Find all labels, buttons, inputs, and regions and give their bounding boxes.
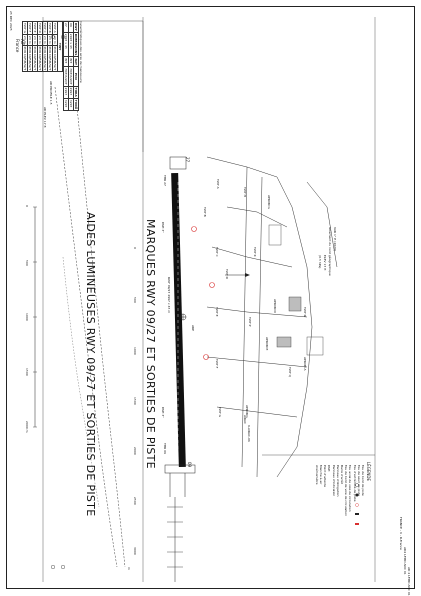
scale-bar-ticks	[33, 206, 37, 428]
arp-label: ARP	[191, 325, 195, 331]
profile-unit: m	[127, 567, 131, 570]
apron-label: APRON D	[273, 299, 277, 313]
legend-item: Manche à air	[318, 465, 323, 485]
legend-item: Feu de bord de piste	[361, 465, 365, 496]
profile-scale-label: 1000	[133, 347, 137, 355]
taxiway-label: TWY P	[248, 317, 252, 327]
profile-scale-label: 500	[133, 297, 137, 303]
chart-drawing	[33, 17, 376, 582]
north-arrow-icon	[225, 273, 250, 277]
threshold-27-label: THR 27	[163, 175, 167, 186]
threshold-09-label: THR 09	[163, 443, 167, 454]
taxiway-label: TWY K	[253, 247, 257, 257]
apron-label: APRON L	[245, 405, 249, 419]
apron-label: APRON A	[303, 357, 307, 371]
arp-symbol	[179, 313, 187, 321]
runway-end-label-09: 09	[187, 462, 192, 468]
profile-scale-label: 2500	[133, 497, 137, 505]
apron-label: APRON G	[267, 195, 271, 209]
runway-dimension-label: RWY 09/27 2997 x 45 m	[167, 277, 171, 314]
elevation-sub: (0.5 hPa)	[318, 255, 322, 269]
chart-title: MARQUES RWY 09/27 ET SORTIES DE PISTE	[144, 219, 157, 469]
approach-profile-curve	[62, 256, 100, 508]
profile-end-markers	[51, 35, 66, 570]
profile-title: AD PROFILE 1:5	[49, 81, 53, 105]
legend-symbols	[355, 483, 359, 525]
legend-item: Feu d'extrémité de piste	[352, 465, 357, 502]
magnetic-variation: VAR 1° E (2020)	[333, 227, 337, 252]
taxiway-label: TWY Q	[288, 367, 292, 377]
taxiway-label: TWY B	[203, 207, 207, 217]
taxiway-network	[206, 156, 338, 478]
taxiway-label: TWY A	[216, 179, 220, 189]
taxiway-label: TWY R	[303, 307, 307, 317]
approach-profile-curve	[54, 86, 118, 568]
runway-end-markers	[164, 156, 196, 582]
legend-item: Panneau d'obligation	[335, 465, 340, 497]
approach-profile-curve	[76, 106, 126, 568]
hotspot-markers	[191, 226, 215, 360]
legend-item: Panneau d'indication	[331, 465, 336, 497]
taxiway-label: TWY C	[215, 247, 219, 257]
legend-item: Point d'attente	[323, 465, 328, 488]
apron-label: APRON E	[265, 337, 269, 351]
legend-list: Feu de bord de piste Feu de seuil de pis…	[315, 465, 365, 516]
runway-end-label-27: 27	[185, 157, 190, 163]
papi-label: PAPI 3°	[161, 407, 165, 418]
page-ref-bottom: AD 2 LFMD ADC 01	[407, 567, 411, 596]
sheet-id: 6-AIRAC-06	[247, 425, 251, 442]
scale-label: 0	[25, 205, 29, 207]
papi-label: PAPI 3°	[161, 222, 165, 233]
header-table-frames	[43, 20, 144, 152]
profile-scale-label: 3000	[133, 547, 137, 555]
ad-elevation-note: AD ELEV 17 ft	[43, 107, 47, 128]
legend-item: Feu axial de voie de circulation	[348, 465, 353, 512]
taxiway-label: TWY F	[215, 359, 219, 369]
chart-subtitle: AIDES LUMINEUSES RWY 09/27 ET SORTIES DE…	[84, 212, 97, 517]
profile-scale-label: 0	[133, 247, 137, 249]
taxiway-label: TWY G	[218, 407, 222, 417]
apron-areas	[268, 224, 324, 356]
scale-label: 500	[25, 260, 29, 266]
taxiway-label: TWY E	[215, 307, 219, 317]
legend-title: LÉGENDE	[366, 462, 371, 481]
legend-item: Feu de bord de voie de circulation	[344, 465, 349, 517]
taxiway-label: TWY H	[243, 187, 247, 197]
scale-label: 1000	[25, 313, 29, 321]
approach-lights	[167, 506, 183, 568]
taxiway-label: TWY D	[225, 269, 229, 279]
scale-label: 2000 m	[25, 421, 29, 433]
scale-label: 1500	[25, 368, 29, 376]
profile-scale-label: 1500	[133, 397, 137, 405]
runway	[171, 172, 186, 468]
profile-scale-label: 2000	[133, 447, 137, 455]
legend-item: Feu de seuil de piste	[356, 465, 361, 496]
north-reference: Gisement du nord géographique	[328, 227, 332, 276]
legend-item: Anémomètre	[314, 465, 319, 485]
elevation-label: ELEV 17 ft	[323, 255, 327, 271]
chart-sheet: AIP France 25 DEC 2025 AD2 LFMD ADC 01 F…	[6, 6, 415, 596]
